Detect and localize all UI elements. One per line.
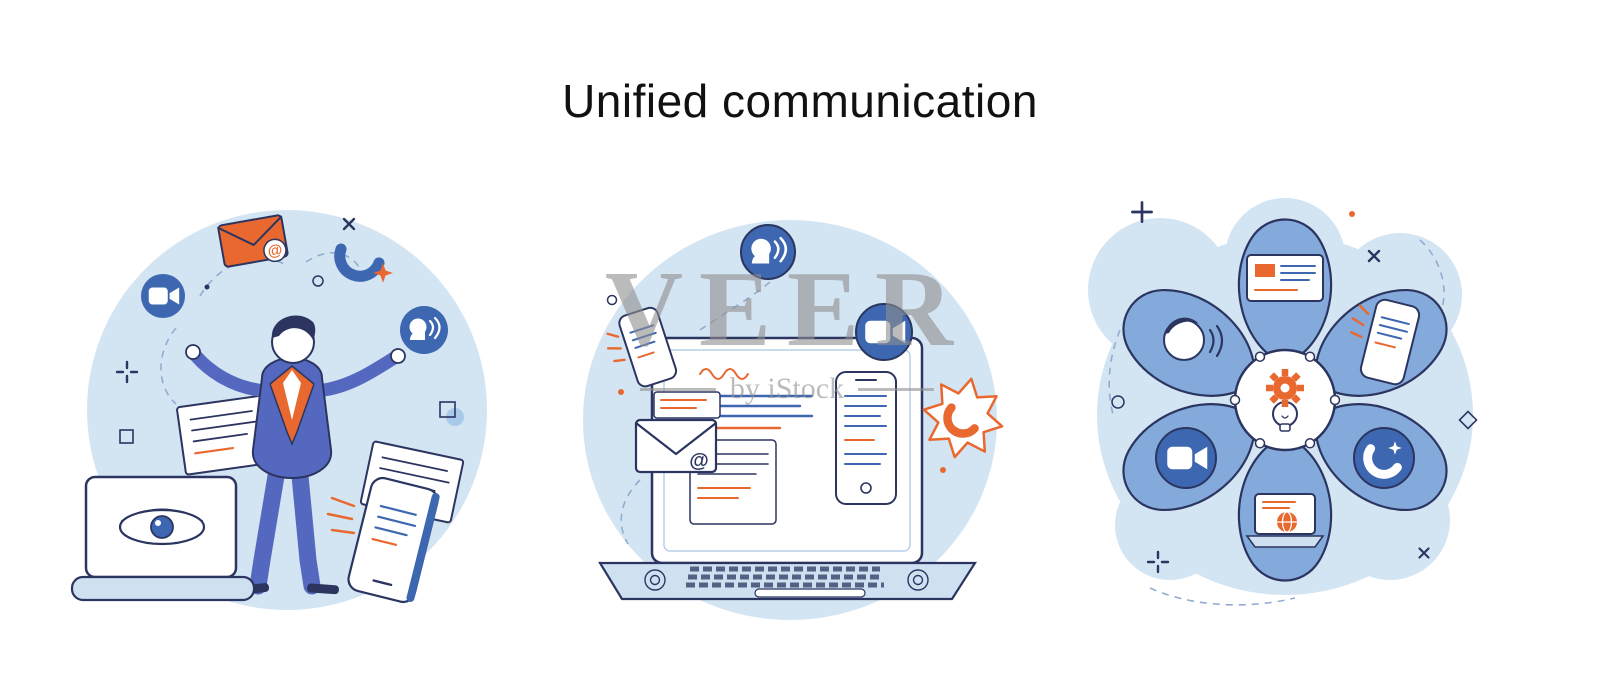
petal-junction-nodes: [1229, 351, 1341, 449]
document-card: [653, 391, 721, 419]
star-burst: [922, 377, 1004, 459]
decorative-marks: [606, 294, 946, 473]
shirt: [283, 370, 301, 420]
panel-laptop-communication: @: [583, 220, 1004, 620]
voice-chat-icon: [1163, 317, 1224, 361]
hair: [1165, 317, 1199, 334]
document-icon: [176, 394, 274, 476]
gear-lightbulb-icon: [1229, 348, 1341, 452]
voice-chat-icon: [400, 306, 448, 354]
smartphone-icon: [1349, 298, 1421, 386]
handwriting-scribble: [699, 368, 749, 380]
panel-communication-flower: [1088, 198, 1478, 606]
hair: [271, 315, 316, 340]
trackpad: [754, 588, 866, 598]
video-camera-icon: [1155, 427, 1217, 489]
at-symbol: @: [689, 450, 709, 472]
at-symbol: @: [266, 241, 283, 260]
person-figure: [185, 315, 406, 595]
phone-call-star-icon: [1353, 427, 1415, 489]
video-camera-icon: [855, 303, 913, 361]
envelope-icon: [1246, 254, 1324, 302]
decorative-marks: [115, 217, 464, 444]
keyboard: [686, 566, 884, 588]
envelope-icon: @: [634, 418, 718, 474]
panel-person-juggling: @: [70, 210, 487, 610]
phone-ring-star-icon: [922, 377, 1004, 459]
notification-lines: [606, 332, 626, 363]
laptop-eye-icon: [70, 475, 256, 602]
page-title: Unified communication: [562, 75, 1038, 127]
laptop-base: [598, 561, 978, 601]
gear-icon: [1266, 369, 1304, 407]
laptop-base: [1245, 535, 1325, 548]
notification-lines: [1349, 304, 1370, 339]
phone-on-screen: [835, 371, 897, 505]
notification-lines: [326, 496, 356, 535]
speaker-spiral: [644, 569, 929, 591]
plus-icon: [1131, 201, 1153, 223]
decorative-marks: [1111, 201, 1478, 574]
smartphone-icon: [606, 306, 678, 388]
sound-waves: [1208, 324, 1224, 358]
laptop-globe-icon: [1245, 493, 1325, 548]
smartphone-icon: [326, 476, 440, 604]
left-hand: [185, 344, 201, 360]
diamond-icon: [1458, 410, 1478, 430]
laptop-base: [70, 575, 256, 602]
video-camera-icon: [141, 274, 185, 318]
envelope-icon: @: [217, 214, 289, 268]
right-hand: [390, 348, 406, 364]
voice-chat-icon: [740, 224, 796, 280]
